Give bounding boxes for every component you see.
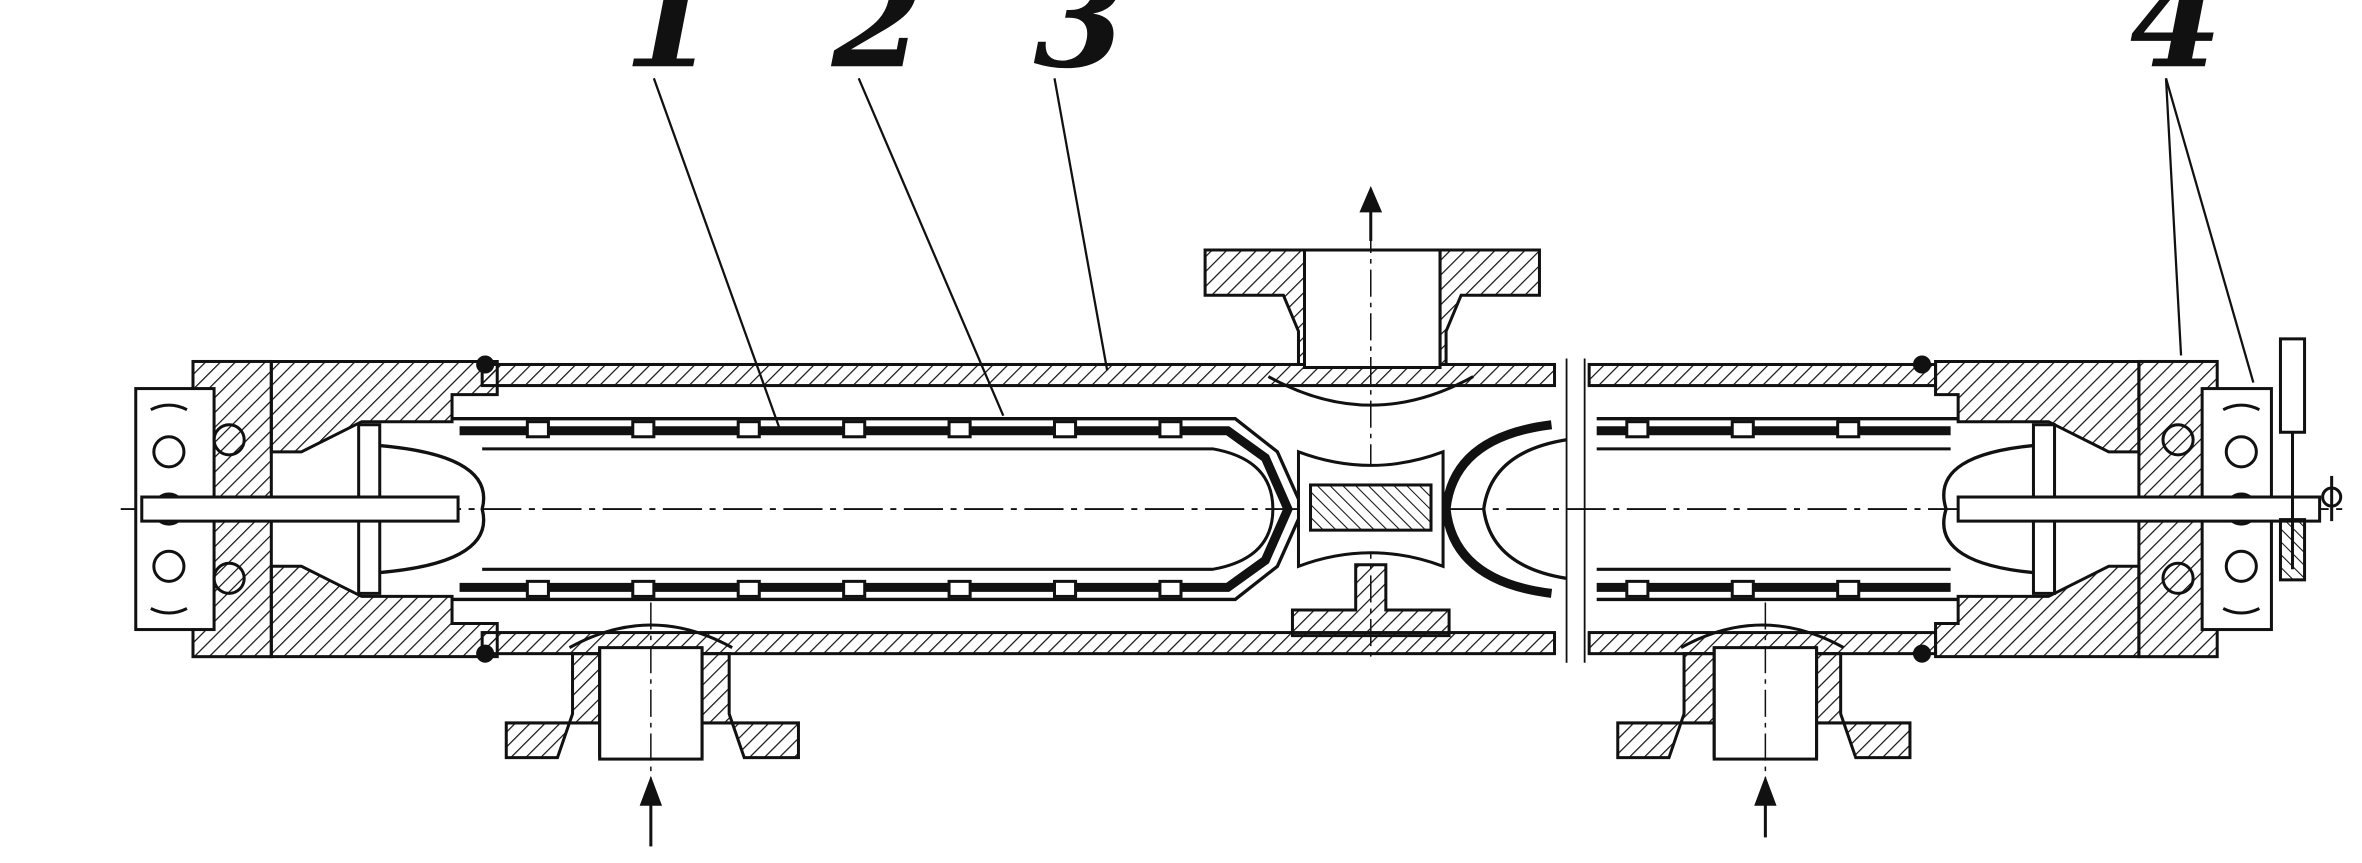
callout-1: 1 xyxy=(624,0,716,98)
center-coupling xyxy=(1290,449,1451,638)
outlet-nozzle-top xyxy=(1203,225,1541,663)
inlet-nozzle-left xyxy=(504,602,800,784)
leader-3 xyxy=(1053,78,1109,371)
spacer-band-left-bottom xyxy=(525,579,1183,598)
flow-arrow-inlet-left xyxy=(639,775,663,847)
flow-arrow-up xyxy=(1359,185,1383,241)
callout-3: 3 xyxy=(1033,0,1125,98)
callout-2: 2 xyxy=(831,0,924,98)
inner-core-left xyxy=(482,447,1275,571)
flow-arrow-inlet-right xyxy=(1754,775,1777,838)
callout-4: 4 xyxy=(2130,0,2222,98)
end-closure-right xyxy=(1912,355,2322,663)
leader-1 xyxy=(652,77,782,432)
leader-4b xyxy=(2164,78,2255,383)
callout-labels: 1 2 3 4 xyxy=(624,0,2222,98)
inner-tube-right xyxy=(1441,417,1959,602)
end-closure-left xyxy=(134,355,499,663)
inner-core-right xyxy=(1596,447,1951,571)
inlet-nozzle-right xyxy=(1616,602,1912,784)
valve-handwheel xyxy=(2278,337,2343,582)
leader-2 xyxy=(857,77,1005,417)
outer-shell-left xyxy=(480,362,1557,656)
leader-4a xyxy=(2164,78,2183,356)
spacer-band-right xyxy=(1625,420,1861,598)
spacer-band-left-top xyxy=(525,420,1183,439)
